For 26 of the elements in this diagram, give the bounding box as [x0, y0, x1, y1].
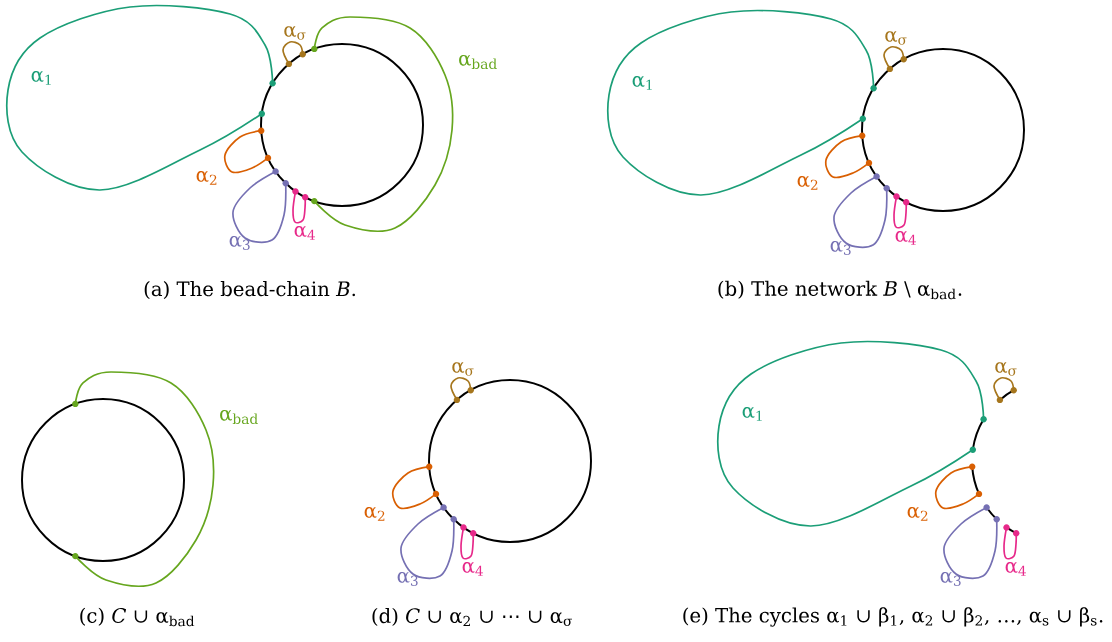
curve-label: α$_{σ}$ [452, 362, 474, 376]
curve-label: α$_{bad}$ [220, 409, 258, 425]
caption: (b) The network B \ α$_{bad}$. [718, 280, 962, 300]
curve-label: α$_{4}$ [462, 562, 483, 576]
caption: (e) The cycles α$_{1}$ ∪ β$_{1}$, α$_{2}$ ∪ β$_{2}$, …, α$_{s}$ ∪ β$_{s}$. [683, 607, 1103, 627]
curve-label: α$_{3}$ [397, 572, 418, 586]
curve-label: α$_{σ}$ [284, 26, 306, 40]
caption: (c) C ∪ α$_{bad}$ [80, 607, 195, 627]
curve-label: α$_{4}$ [1005, 562, 1026, 576]
caption: (d) C ∪ α$_{2}$ ∪ ⋯ ∪ α$_{σ}$ [372, 607, 572, 627]
curve-label: α$_{1}$ [632, 76, 652, 90]
curve-label: α$_{σ}$ [995, 362, 1017, 376]
curve-label: α$_{3}$ [830, 241, 851, 255]
curve-label: α$_{2}$ [797, 176, 818, 190]
curve-label: α$_{1}$ [31, 71, 51, 85]
curve-label: α$_{2}$ [364, 507, 385, 521]
caption: (a) The bead-chain B. [144, 281, 355, 299]
curve-label: α$_{4}$ [294, 226, 315, 240]
curve-label: α$_{bad}$ [459, 54, 497, 70]
curve-label: α$_{4}$ [895, 231, 916, 245]
curve-label: α$_{3}$ [229, 236, 250, 250]
curve-label: α$_{2}$ [196, 171, 217, 185]
curve-label: α$_{3}$ [940, 572, 961, 586]
curve-label: α$_{2}$ [907, 507, 928, 521]
curve-label: α$_{1}$ [742, 407, 762, 421]
curve-label: α$_{σ}$ [885, 31, 907, 45]
